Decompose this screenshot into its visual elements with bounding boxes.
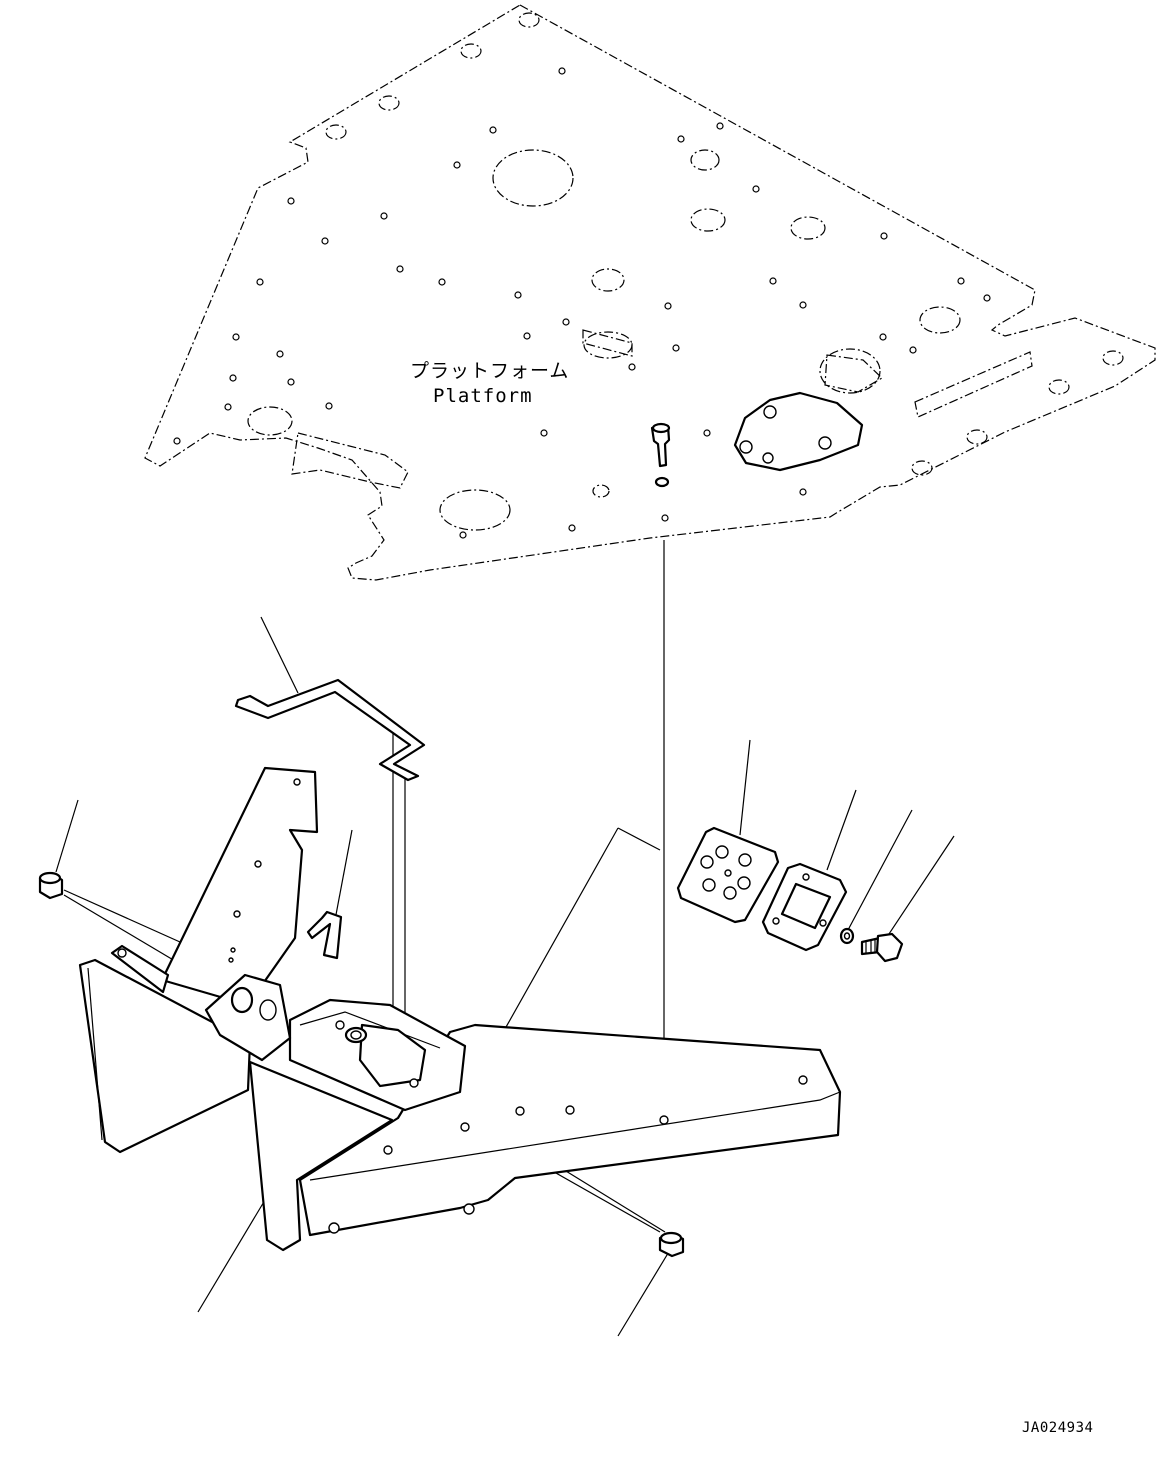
- platform-label-en: Platform: [433, 385, 533, 407]
- platform-small-holes: [173, 67, 991, 539]
- platform-mount-pad: [733, 391, 864, 472]
- platform-bolt: [650, 422, 671, 488]
- washer: [839, 927, 855, 945]
- drawing-code: JA024934: [1022, 1420, 1093, 1436]
- cap-right: [658, 1231, 685, 1258]
- console-frame: [78, 766, 842, 1252]
- handle-rod: [234, 678, 426, 782]
- gasket: [761, 862, 848, 952]
- cover-plate: [676, 826, 780, 924]
- clip-part: [306, 910, 343, 960]
- bolt: [860, 932, 904, 963]
- platform-plate: [144, 4, 1156, 581]
- cap-left: [38, 871, 64, 900]
- platform-label-ja: プラットフォーム: [410, 360, 569, 382]
